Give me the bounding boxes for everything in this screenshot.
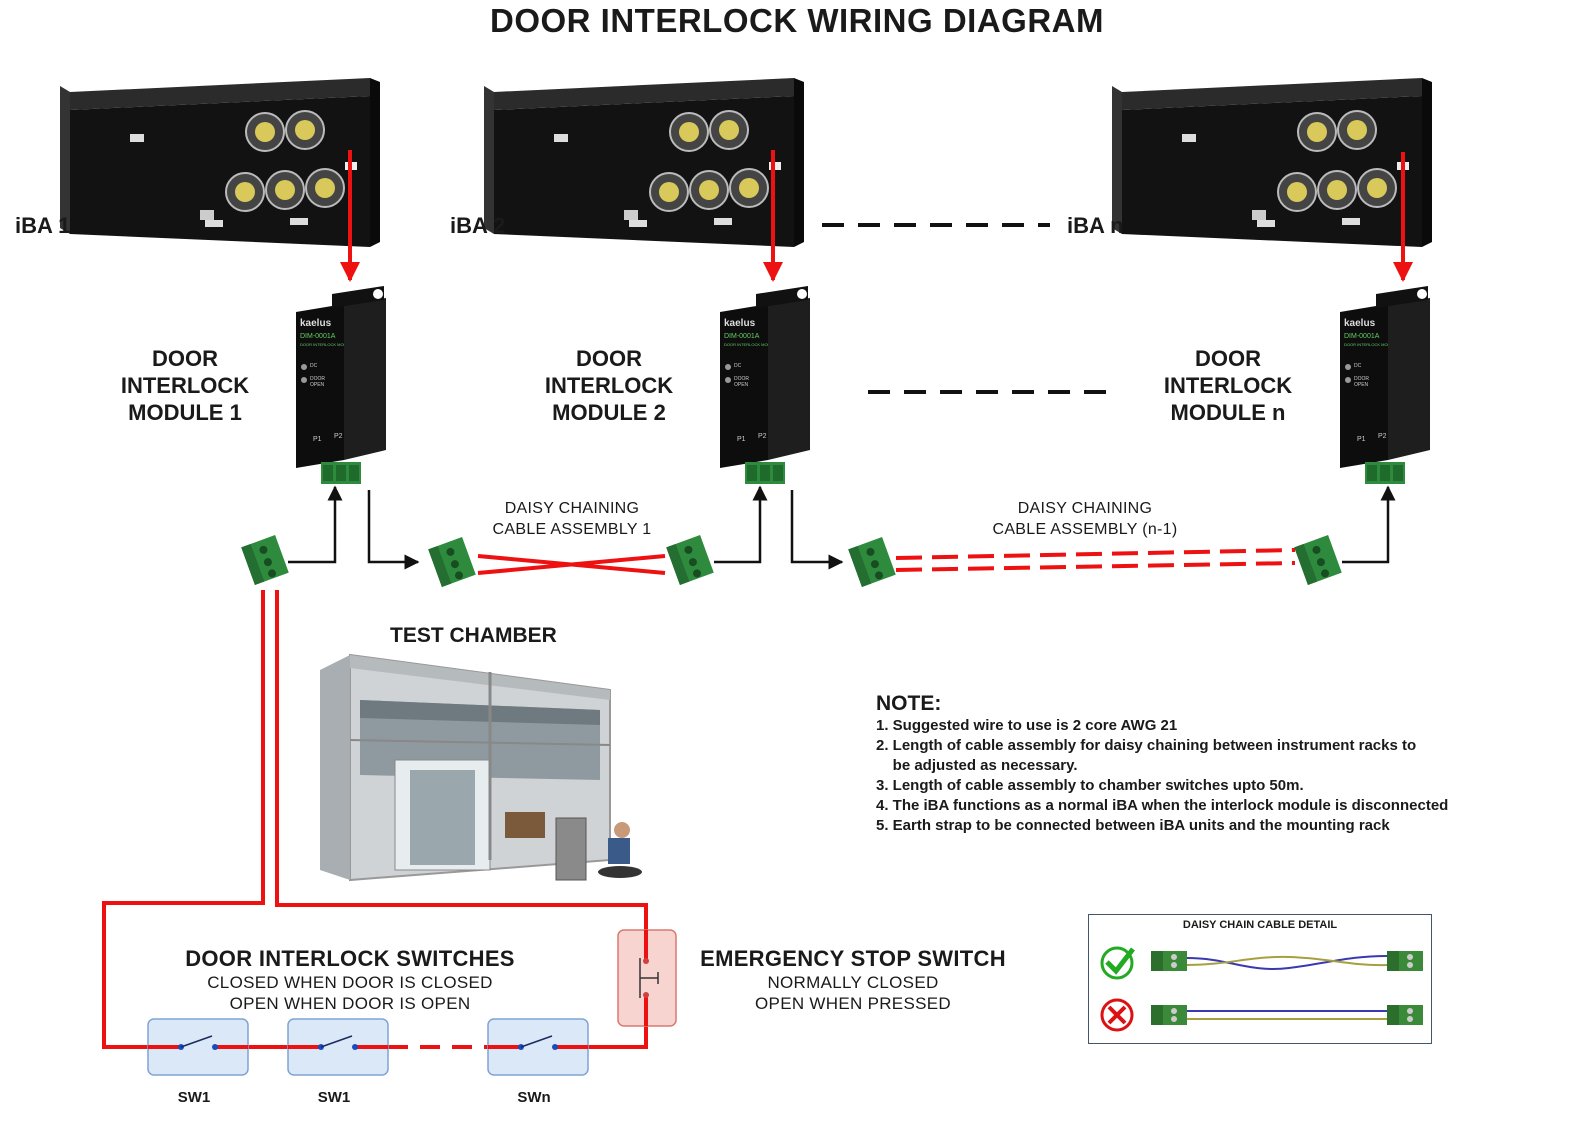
switch-label-2: SW1	[317, 1089, 351, 1106]
label-cable-1: DAISY CHAINING CABLE ASSEMBLY 1	[492, 500, 652, 538]
note-line-4: 3. Length of cable assembly to chamber s…	[876, 777, 1304, 794]
module-2-sub: DOOR INTERLOCK MODULE	[724, 342, 768, 347]
note-block: NOTE: 1. Suggested wire to use is 2 core…	[876, 692, 1576, 836]
switch-sw1-b	[287, 1018, 389, 1076]
module-n-led1: DC	[1354, 363, 1362, 369]
note-line-6: 5. Earth strap to be connected between i…	[876, 817, 1390, 834]
rack-unit-2	[483, 77, 805, 248]
module-1-led2: DOOR OPEN	[310, 376, 325, 388]
daisy-chain-detail: DAISY CHAIN CABLE DETAIL	[1088, 914, 1432, 1044]
door-switches-title: DOOR INTERLOCK SWITCHES	[185, 946, 515, 971]
note-line-3: be adjusted as necessary.	[876, 757, 1078, 774]
note-line-2: 2. Length of cable assembly for daisy ch…	[876, 737, 1417, 754]
module-2-p1: P1	[737, 436, 746, 443]
connector-plug-cable1-a	[428, 537, 476, 587]
module-n-sub: DOOR INTERLOCK MODULE	[1344, 342, 1388, 347]
label-module-n: DOOR INTERLOCK MODULE n	[1163, 346, 1293, 425]
module-n-p1: P1	[1357, 436, 1366, 443]
label-module-1: DOOR INTERLOCK MODULE 1	[120, 346, 250, 425]
switch-label-n: SWn	[517, 1089, 551, 1106]
module-2-led1: DC	[734, 363, 742, 369]
test-chamber-illustration	[320, 653, 642, 882]
module-n-model: DIM-0001A	[1344, 333, 1380, 340]
estop-line2: OPEN WHEN PRESSED	[755, 994, 951, 1013]
door-switches-line1: CLOSED WHEN DOOR IS CLOSED	[207, 973, 493, 992]
note-title: NOTE:	[876, 692, 942, 715]
connector-plug-cablen-b	[1294, 535, 1342, 585]
detail-title: DAISY CHAIN CABLE DETAIL	[1182, 919, 1338, 931]
note-line-1: 1. Suggested wire to use is 2 core AWG 2…	[876, 717, 1178, 734]
module-2-model: DIM-0001A	[724, 333, 760, 340]
estop-label: EMERGENCY STOP SWITCH NORMALLY CLOSED OP…	[688, 946, 1018, 1014]
label-cable-n: DAISY CHAINING CABLE ASSEMBLY (n-1)	[992, 500, 1178, 538]
connector-plug-cable1-b	[666, 535, 714, 585]
cross-icon	[1100, 998, 1134, 1032]
switch-label-1: SW1	[177, 1089, 211, 1106]
detail-drawing	[1100, 946, 1423, 1032]
module-n-p2: P2	[1378, 433, 1387, 440]
label-test-chamber: TEST CHAMBER	[390, 624, 557, 647]
label-iba-n: iBA n	[1067, 213, 1124, 238]
estop-title: EMERGENCY STOP SWITCH	[700, 946, 1006, 971]
module-n-led2: DOOR OPEN	[1354, 376, 1369, 388]
module-2-p2: P2	[758, 433, 767, 440]
emergency-stop-switch	[617, 929, 677, 1027]
module-1-model: DIM-0001A	[300, 333, 336, 340]
rack-unit-1	[59, 77, 381, 248]
door-switches-label: DOOR INTERLOCK SWITCHES CLOSED WHEN DOOR…	[140, 946, 560, 1014]
note-line-5: 4. The iBA functions as a normal iBA whe…	[876, 797, 1449, 814]
door-switches-line2: OPEN WHEN DOOR IS OPEN	[229, 994, 471, 1013]
module-1-led1: DC	[310, 363, 318, 369]
module-1-p1: P1	[313, 436, 322, 443]
label-iba-1: iBA 1	[15, 213, 71, 238]
page-title: DOOR INTERLOCK WIRING DIAGRAM	[490, 2, 1104, 39]
rack-unit-n	[1111, 77, 1433, 248]
label-iba-2: iBA 2	[450, 213, 506, 238]
label-module-2: DOOR INTERLOCK MODULE 2	[544, 346, 674, 425]
module-2-led2: DOOR OPEN	[734, 376, 749, 388]
check-icon	[1100, 946, 1135, 980]
connector-plug-cablen-a	[848, 537, 896, 587]
module-2-brand: kaelus	[724, 318, 756, 329]
module-1-brand: kaelus	[300, 318, 332, 329]
switch-sw1-a	[147, 1018, 249, 1076]
module-n-brand: kaelus	[1344, 318, 1376, 329]
module-1-p2: P2	[334, 433, 343, 440]
module-1-sub: DOOR INTERLOCK MODULE	[300, 342, 344, 347]
estop-line1: NORMALLY CLOSED	[767, 973, 939, 992]
connector-plug-chamber	[241, 535, 289, 585]
switch-swn	[487, 1018, 589, 1076]
